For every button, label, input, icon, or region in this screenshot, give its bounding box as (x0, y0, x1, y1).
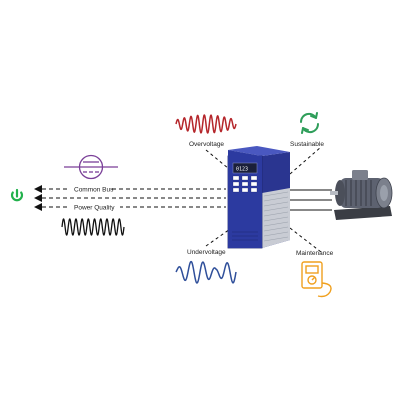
multimeter-icon (301, 261, 332, 298)
maintenance-connector (289, 227, 322, 253)
power-quality-wave (61, 218, 125, 236)
device-display-text: 0123 (236, 167, 248, 173)
common-bus-label: Common Bus (74, 187, 114, 194)
undervoltage-label: Undervoltage (187, 249, 226, 256)
arrowhead-middle (34, 194, 42, 202)
device-display (232, 162, 258, 174)
recycle-icon (299, 112, 320, 134)
arrowhead-bottom (34, 203, 42, 211)
device-top (228, 146, 290, 156)
power-icon (10, 188, 24, 202)
electric-motor-icon (330, 170, 393, 220)
undervoltage-connector (205, 221, 241, 247)
overvoltage-wave (175, 114, 237, 134)
maintenance-label: Maintenance (296, 250, 334, 257)
device-keypad (232, 175, 258, 193)
drive-device: 0123 (227, 146, 290, 249)
power-quality-label: Power Quality (74, 205, 115, 212)
bus-lines (42, 188, 226, 208)
bus-symbol-icon (64, 154, 118, 180)
motor-lines (290, 189, 332, 211)
overvoltage-label: Overvoltage (189, 141, 224, 148)
sustainable-connector (289, 146, 322, 175)
bus-arrowheads (34, 185, 42, 211)
arrowhead-top (34, 185, 42, 193)
undervoltage-wave (175, 260, 237, 284)
sustainable-label: Sustainable (290, 141, 324, 148)
